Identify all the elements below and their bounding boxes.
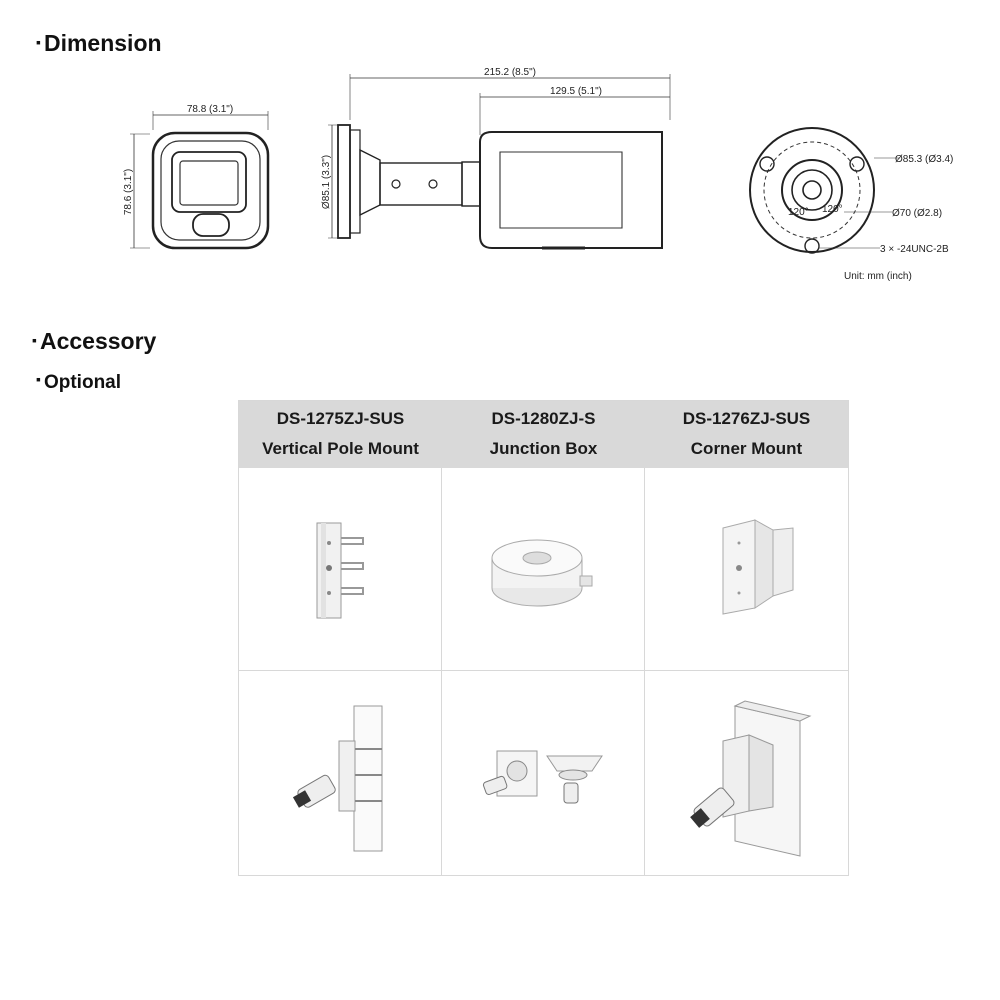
- vertical-pole-mount-image: [239, 468, 442, 671]
- base-outer-label: Ø85.3 (Ø3.4): [895, 154, 953, 165]
- corner-mount-icon: [722, 519, 794, 615]
- corner-installation-icon: [690, 700, 812, 857]
- accessory-name: Junction Box: [489, 439, 598, 458]
- front-width-label: 78.8 (3.1"): [187, 104, 233, 115]
- junction-box-icon: [491, 539, 593, 607]
- angle-label: 120°: [822, 204, 843, 215]
- junction-box-image: [442, 468, 645, 671]
- accessory-name: Vertical Pole Mount: [262, 439, 419, 458]
- pole-installation-icon: [292, 705, 383, 852]
- unit-note: Unit: mm (inch): [844, 271, 912, 282]
- bullet-marker: ▪: [36, 34, 41, 50]
- screw-spec-label: 3 × -24UNC-2B: [880, 244, 949, 255]
- side-height-label: Ø85.1 (3.3"): [321, 155, 332, 209]
- angle-label: 120°: [788, 207, 809, 218]
- bullet-marker: ▪: [32, 332, 37, 348]
- optional-heading: ▪Optional: [36, 371, 122, 393]
- junction-box-installation-image: [442, 671, 645, 875]
- accessory-column-2: DS-1276ZJ-SUS Corner Mount: [645, 401, 848, 468]
- bullet-marker: ▪: [36, 371, 41, 387]
- accessory-column-0: DS-1275ZJ-SUS Vertical Pole Mount: [239, 401, 442, 468]
- base-view-drawing: 120° 120° Ø85.3 (Ø3.4) Ø70 (Ø2.8) 3 × -2…: [749, 127, 953, 282]
- accessory-column-1: DS-1280ZJ-S Junction Box: [442, 401, 645, 468]
- junction-installation-icon: [482, 750, 603, 804]
- base-inner-label: Ø70 (Ø2.8): [892, 208, 942, 219]
- accessory-table: DS-1275ZJ-SUS Vertical Pole Mount DS-128…: [238, 400, 849, 876]
- dimension-heading: ▪Dimension: [36, 30, 162, 56]
- accessory-name: Corner Mount: [690, 439, 803, 458]
- total-length-label: 215.2 (8.5"): [484, 67, 536, 78]
- accessory-code: DS-1275ZJ-SUS: [276, 409, 405, 428]
- body-length-label: 129.5 (5.1"): [550, 86, 602, 97]
- accessory-table-header: DS-1275ZJ-SUS Vertical Pole Mount DS-128…: [239, 401, 848, 468]
- vertical-pole-mount-icon: [316, 522, 364, 619]
- corner-mount-installation-image: [645, 671, 848, 875]
- pole-mount-installation-image: [239, 671, 442, 875]
- accessory-code: DS-1276ZJ-SUS: [682, 409, 811, 428]
- accessory-code: DS-1280ZJ-S: [491, 409, 596, 428]
- front-height-label: 78.6 (3.1"): [123, 169, 134, 215]
- side-view-drawing: 215.2 (8.5") 129.5 (5.1") Ø85.1 (3.3"): [321, 67, 671, 250]
- corner-mount-image: [645, 468, 848, 671]
- accessory-heading: ▪Accessory: [32, 328, 157, 354]
- front-view-drawing: 78.8 (3.1") 78.6 (3.1"): [123, 104, 270, 250]
